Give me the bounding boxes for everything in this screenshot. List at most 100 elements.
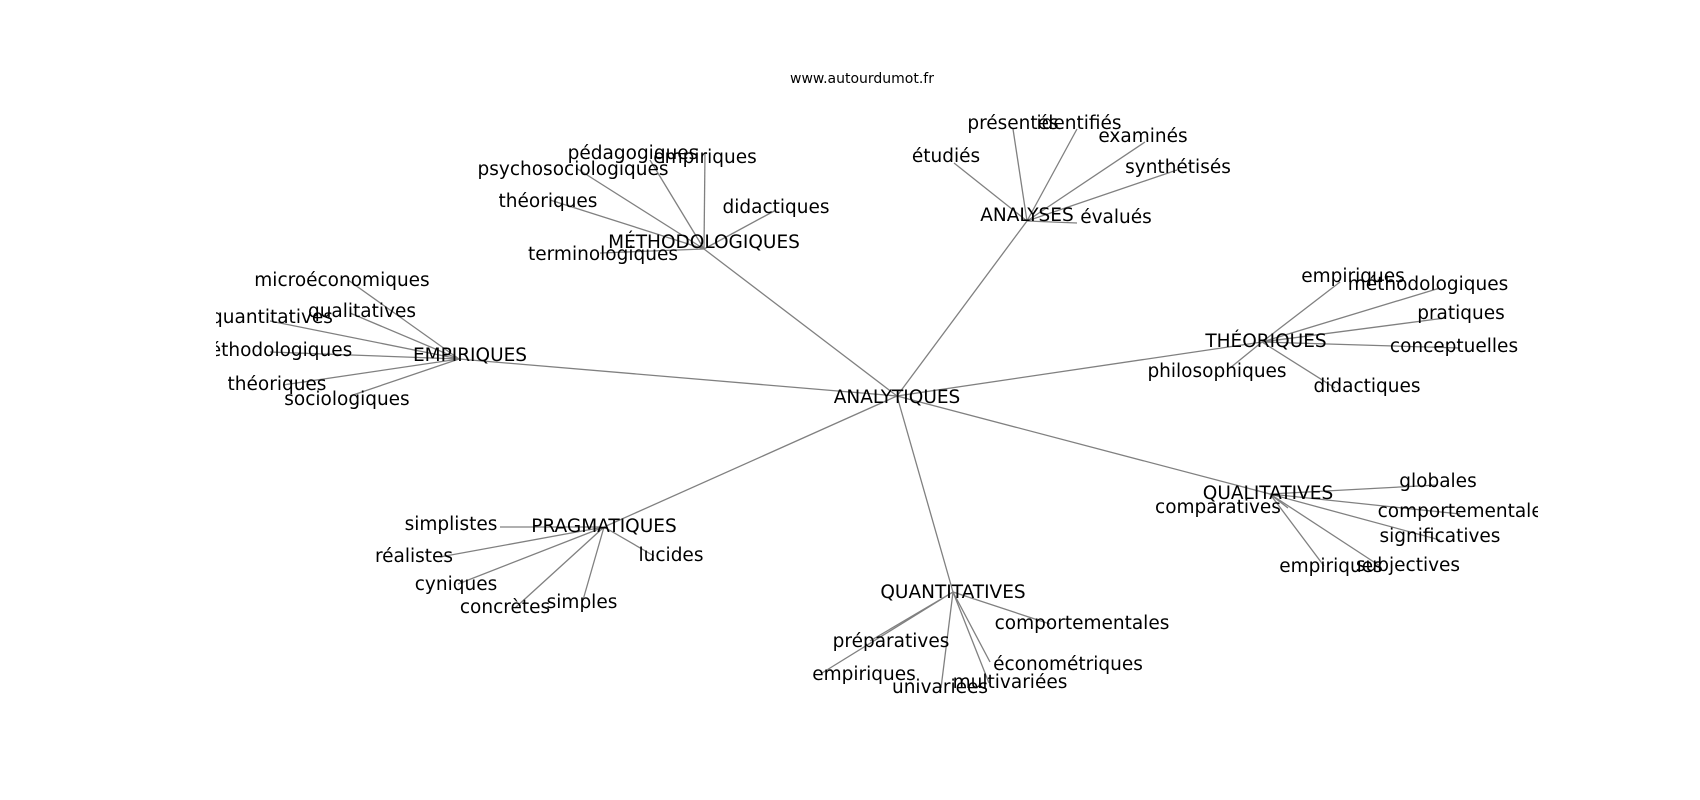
leaf-label-empiriques-4: théoriques: [228, 374, 327, 395]
edge-qualitatives-leaf-5: [1269, 493, 1325, 567]
leaf-label-analyses-0: présentés: [967, 113, 1058, 134]
edge-center-quantitatives: [896, 395, 954, 593]
edge-qualitatives-leaf-2: [1269, 493, 1461, 515]
hub-label-theoriques: THÉORIQUES: [1204, 330, 1326, 352]
leaf-label-methodologiques-1: empiriques: [653, 147, 757, 168]
leaf-label-theoriques-2: pratiques: [1417, 303, 1505, 324]
edge-qualitatives-leaf-0: [1269, 484, 1438, 495]
hub-label-qualitatives: QUALITATIVES: [1203, 483, 1333, 504]
leaf-label-analyses-4: synthétisés: [1125, 157, 1231, 178]
leaf-label-quantitatives-0: comportementales: [995, 613, 1170, 634]
edge-empiriques-leaf-1: [349, 312, 460, 360]
edge-pragmatiques-leaf-1: [439, 526, 605, 558]
hub-label-empiriques: EMPIRIQUES: [413, 345, 527, 366]
edge-methodologiques-leaf-2: [575, 167, 705, 250]
leaf-label-methodologiques-4: didactiques: [722, 197, 829, 218]
edge-center-empiriques: [458, 358, 898, 397]
leaf-label-analyses-3: étudiés: [912, 146, 980, 167]
edge-empiriques-leaf-0: [347, 279, 460, 360]
edge-quantitatives-leaf-3: [821, 591, 954, 674]
edge-pragmatiques-leaf-5: [514, 526, 605, 609]
leaf-label-qualitatives-3: significatives: [1380, 526, 1501, 547]
edge-center-methodologiques: [703, 248, 898, 397]
leaf-label-methodologiques-2: psychosociologiques: [478, 159, 669, 180]
edge-theoriques-leaf-5: [1261, 341, 1336, 389]
hub-label-pragmatiques: PRAGMATIQUES: [531, 516, 676, 537]
edge-methodologiques-leaf-4: [703, 209, 777, 250]
edge-qualitatives-leaf-3: [1269, 493, 1441, 541]
leaf-label-pragmatiques-0: simplistes: [405, 514, 498, 535]
leaf-label-quantitatives-2: économétriques: [993, 654, 1143, 675]
leaf-label-quantitatives-3: empiriques: [812, 664, 916, 685]
edge-quantitatives-leaf-4: [952, 591, 990, 684]
leaf-label-empiriques-2: quantitatives: [211, 307, 333, 328]
edge-methodologiques-leaf-5: [599, 248, 705, 254]
leaf-label-theoriques-3: conceptuelles: [1390, 336, 1518, 357]
credit-text: www.autourdumot.fr: [790, 71, 934, 87]
leaf-label-quantitatives-5: univariées: [892, 677, 988, 698]
leaf-label-methodologiques-3: théoriques: [499, 191, 598, 212]
leaf-label-theoriques-4: philosophiques: [1147, 361, 1286, 382]
edge-analyses-leaf-5: [1026, 220, 1078, 224]
leaf-label-qualitatives-5: empiriques: [1279, 556, 1383, 577]
edge-quantitatives-leaf-2: [952, 591, 991, 663]
edge-analyses-leaf-1: [1026, 128, 1078, 222]
leaf-label-quantitatives-1: préparatives: [833, 631, 950, 652]
leaf-label-qualitatives-4: subjectives: [1356, 555, 1460, 576]
edge-analyses-leaf-4: [1026, 169, 1178, 222]
edges: [269, 128, 1461, 689]
edge-center-pragmatiques: [603, 395, 898, 528]
edge-theoriques-leaf-1: [1261, 287, 1441, 343]
leaf-label-qualitatives-1: comparatives: [1155, 497, 1281, 518]
leaf-label-pragmatiques-2: lucides: [639, 545, 704, 566]
leaf-label-analyses-1: identifiés: [1036, 113, 1121, 134]
edge-empiriques-leaf-2: [269, 320, 460, 360]
leaf-label-pragmatiques-1: réalistes: [375, 546, 453, 567]
edge-center-qualitatives: [896, 395, 1271, 495]
leaf-label-empiriques-1: qualitatives: [308, 301, 416, 322]
edge-analyses-leaf-3: [953, 162, 1028, 222]
leaf-label-analyses-5: évalués: [1080, 207, 1152, 228]
leaf-label-analyses-2: examinés: [1098, 126, 1187, 147]
edge-pragmatiques-leaf-4: [582, 526, 605, 601]
leaf-label-empiriques-3: méthodologiques: [192, 340, 353, 361]
hub-label-methodologiques: MÉTHODOLOGIQUES: [608, 231, 800, 253]
leaf-label-theoriques-1: méthodologiques: [1348, 274, 1509, 295]
edge-quantitatives-leaf-5: [940, 591, 954, 689]
leaf-label-qualitatives-2: comportementales: [1378, 501, 1553, 522]
edge-center-theoriques: [896, 341, 1263, 397]
edge-methodologiques-leaf-1: [703, 151, 706, 250]
edge-analyses-leaf-2: [1026, 141, 1146, 222]
leaf-label-theoriques-5: didactiques: [1313, 376, 1420, 397]
edge-empiriques-leaf-5: [349, 358, 460, 397]
leaf-label-methodologiques-5: terminologiques: [528, 244, 678, 265]
hub-label-analyses: ANALYSES: [980, 205, 1073, 226]
leaf-label-quantitatives-4: multivariées: [953, 672, 1068, 693]
edge-pragmatiques-leaf-2: [603, 526, 655, 557]
leaf-label-methodologiques-0: pédagogiques: [568, 143, 699, 164]
leaf-label-theoriques-0: empiriques: [1301, 266, 1405, 287]
edge-empiriques-leaf-3: [269, 351, 460, 360]
edge-analyses-leaf-0: [1012, 128, 1028, 222]
edge-methodologiques-leaf-0: [649, 159, 705, 250]
hub-label-quantitatives: QUANTITATIVES: [880, 582, 1025, 603]
edge-empiriques-leaf-4: [282, 358, 460, 386]
edge-qualitatives-leaf-4: [1269, 493, 1381, 567]
edge-quantitatives-leaf-0: [952, 591, 1051, 625]
leaf-label-pragmatiques-3: cyniques: [415, 574, 497, 595]
edge-theoriques-leaf-2: [1261, 317, 1446, 343]
leaf-label-pragmatiques-5: concrètes: [460, 597, 550, 618]
center-label: ANALYTIQUES: [834, 387, 961, 408]
edge-theoriques-leaf-4: [1229, 341, 1263, 369]
edge-theoriques-leaf-0: [1261, 281, 1341, 343]
leaf-label-qualitatives-0: globales: [1399, 471, 1476, 492]
leaf-label-empiriques-5: sociologiques: [284, 389, 409, 410]
leaf-label-pragmatiques-4: simples: [547, 592, 618, 613]
edge-methodologiques-leaf-3: [549, 199, 705, 250]
edge-pragmatiques-leaf-3: [457, 526, 605, 585]
edge-theoriques-leaf-3: [1261, 341, 1461, 349]
leaf-label-empiriques-0: microéconomiques: [254, 270, 429, 291]
edge-center-analyses: [896, 220, 1028, 397]
